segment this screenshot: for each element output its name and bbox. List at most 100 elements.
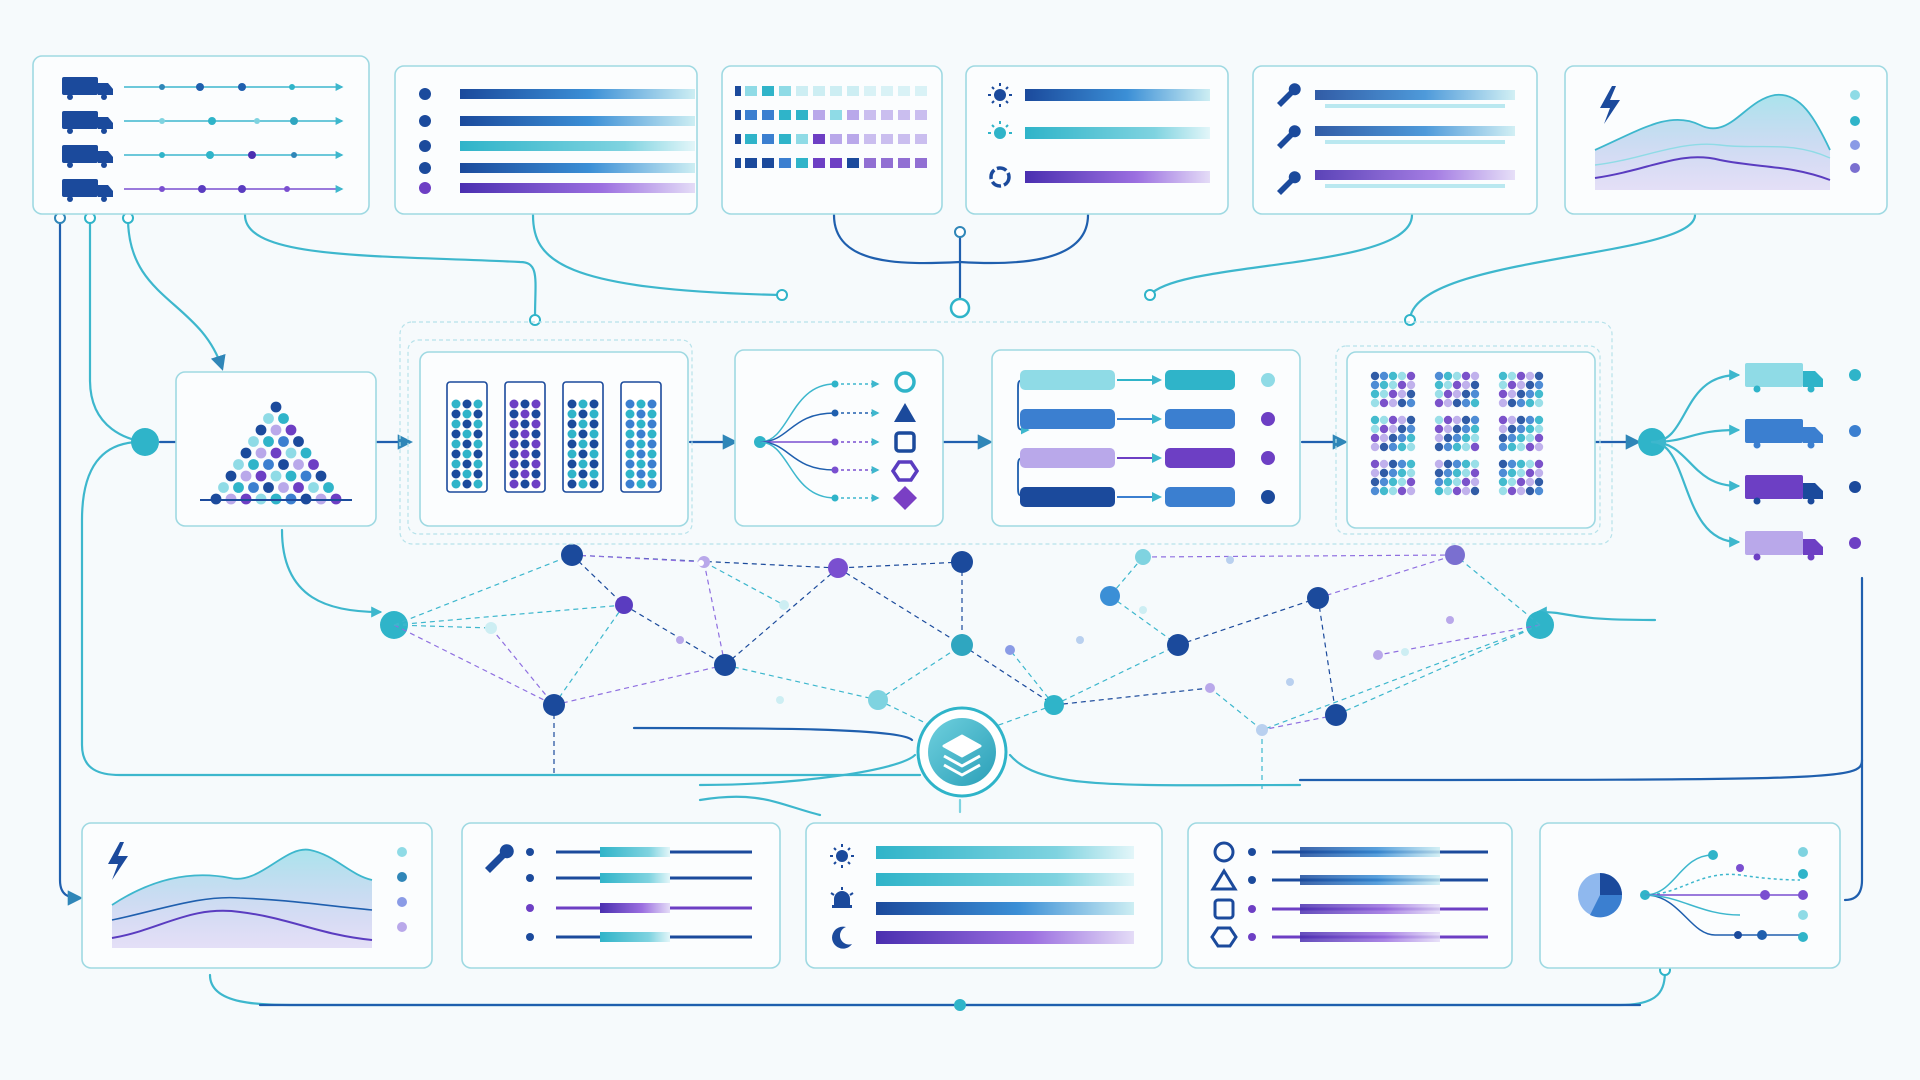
pipeline-status-dot xyxy=(1261,451,1275,465)
mosaic-dot xyxy=(1388,477,1398,487)
energy-panel[interactable] xyxy=(1564,65,1888,215)
mosaic-dot xyxy=(1470,415,1480,425)
maintenance-log-panel[interactable] xyxy=(461,822,781,969)
bin-dot xyxy=(509,419,519,429)
bin-dot xyxy=(589,429,599,439)
mosaic-dot xyxy=(1388,459,1398,469)
bin-dot xyxy=(647,439,657,449)
mosaic-dot xyxy=(1507,415,1517,425)
mosaic-dot xyxy=(1434,398,1444,408)
mosaic-dot xyxy=(1397,415,1407,425)
mosaic-dot xyxy=(1397,424,1407,434)
bin-dot xyxy=(462,459,472,469)
pyramid-dot xyxy=(285,470,297,482)
mosaic-dot xyxy=(1370,477,1380,487)
grid-cell xyxy=(881,134,893,144)
bin-dot xyxy=(567,419,577,429)
mosaic-dot xyxy=(1443,442,1453,452)
grid-row-marker xyxy=(735,86,741,96)
mosaic-dot xyxy=(1516,486,1526,496)
bin-dot xyxy=(531,429,541,439)
mosaic-dot xyxy=(1379,486,1389,496)
mosaic-dot xyxy=(1370,424,1380,434)
bin-dot xyxy=(451,399,461,409)
mosaic-dot xyxy=(1507,486,1517,496)
mosaic-dot xyxy=(1434,442,1444,452)
shape-log-panel[interactable] xyxy=(1187,822,1513,969)
bin-dot xyxy=(647,409,657,419)
bin-dot xyxy=(473,429,483,439)
grid-cell xyxy=(796,110,808,120)
grid-cell xyxy=(881,110,893,120)
status-bars-panel[interactable] xyxy=(394,65,698,215)
log-bar xyxy=(1300,875,1440,885)
pipeline-pairs-panel[interactable] xyxy=(991,349,1301,527)
bin-dot xyxy=(520,459,530,469)
bin-dot xyxy=(567,429,577,439)
mosaic-dot xyxy=(1397,371,1407,381)
energy-trend-panel[interactable] xyxy=(81,822,433,969)
bin-dot xyxy=(636,479,646,489)
triangle-icon xyxy=(894,403,916,422)
mosaic-dot xyxy=(1452,442,1462,452)
triangle-icon xyxy=(1210,868,1238,891)
mosaic-dot xyxy=(1388,433,1398,443)
mosaic-dot xyxy=(1461,424,1471,434)
mosaic-dot xyxy=(1397,433,1407,443)
maintenance-panel[interactable] xyxy=(1252,65,1538,215)
classifier-panel[interactable] xyxy=(734,349,944,527)
cycle-icon xyxy=(989,166,1011,188)
pyramid-dot xyxy=(278,459,289,470)
bin-dot xyxy=(462,479,472,489)
mosaic-dot xyxy=(1507,477,1517,487)
bin-dot xyxy=(509,439,519,449)
mosaic-dot xyxy=(1370,486,1380,496)
log-hatch xyxy=(600,847,670,857)
mosaic-dot xyxy=(1379,424,1389,434)
mosaic-dot xyxy=(1379,459,1389,469)
bin-dot xyxy=(451,479,461,489)
mosaic-dot xyxy=(1452,398,1462,408)
hexagon-icon xyxy=(890,460,920,482)
mosaic-dot xyxy=(1507,442,1517,452)
truck-icon xyxy=(1745,531,1823,561)
bin-dot xyxy=(589,409,599,419)
dispatch-panel[interactable] xyxy=(1745,363,1861,561)
bin-dot xyxy=(589,459,599,469)
bin-dot xyxy=(509,409,519,419)
grid-cell xyxy=(847,158,859,168)
bin-columns-panel[interactable] xyxy=(407,339,693,535)
wrench-icon xyxy=(1277,125,1301,149)
mosaic-dot xyxy=(1443,433,1453,443)
weather-panel[interactable] xyxy=(965,65,1229,215)
pyramid-cluster-panel[interactable] xyxy=(175,371,377,527)
grid-cell xyxy=(898,86,910,96)
pyramid-dot xyxy=(308,459,319,470)
mosaic-dot xyxy=(1406,477,1416,487)
mosaic-dot xyxy=(1379,433,1389,443)
bin-dot xyxy=(520,469,530,479)
pyramid-dot xyxy=(233,482,244,493)
pixel-grid-panel[interactable] xyxy=(721,65,943,215)
mosaic-dot xyxy=(1470,468,1480,478)
mosaic-dot xyxy=(1388,398,1398,408)
fleet-panel[interactable] xyxy=(32,55,370,215)
weather-log-panel[interactable] xyxy=(805,822,1163,969)
dot-icon xyxy=(419,88,431,100)
mosaic-dot xyxy=(1498,477,1508,487)
alarm-icon xyxy=(830,887,854,908)
mosaic-dot xyxy=(1379,380,1389,390)
distribution-panel[interactable] xyxy=(1539,822,1841,969)
central-hub[interactable] xyxy=(916,706,1008,798)
mosaic-dot xyxy=(1498,442,1508,452)
bin-dot xyxy=(462,449,472,459)
bin-dot xyxy=(531,449,541,459)
pyramid-dot xyxy=(225,470,237,482)
heat-mosaic-panel[interactable] xyxy=(1335,345,1601,535)
mosaic-dot xyxy=(1507,389,1517,399)
pyramid-dot xyxy=(263,413,274,424)
mosaic-dot xyxy=(1525,459,1535,469)
mosaic-dot xyxy=(1370,459,1380,469)
hexagon-icon xyxy=(1210,926,1238,948)
bin-dot xyxy=(462,429,472,439)
